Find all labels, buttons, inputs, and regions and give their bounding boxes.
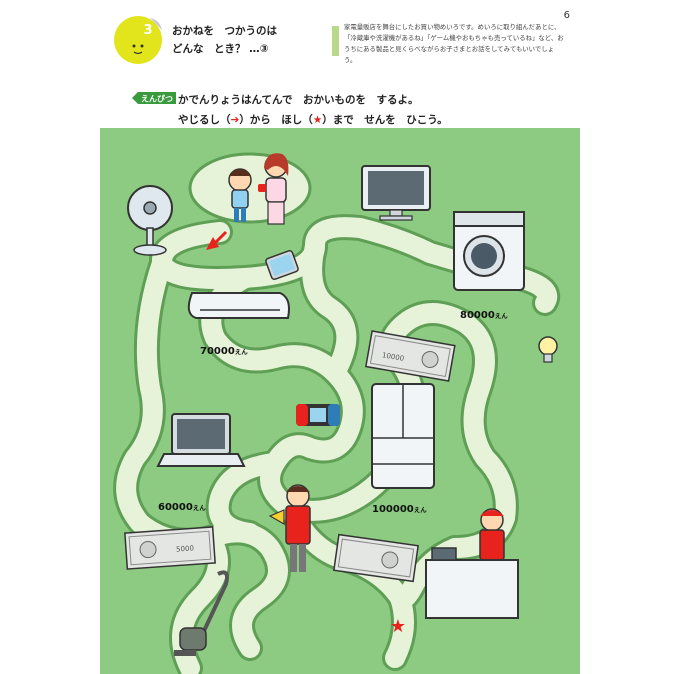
arrow-mark-icon: ➔ <box>230 114 240 126</box>
banknote-5000-label: 5000 <box>176 544 194 553</box>
goal-star-icon: ★ <box>390 616 406 637</box>
pencil-label-text: えんぴつ <box>141 94 173 104</box>
parent-note-tag <box>332 26 339 56</box>
instructions: かでんりょうはんてんで おかいものを するよ。 やじるし（➔）から ほし（★）ま… <box>178 90 448 130</box>
electric-fan-icon <box>127 185 173 256</box>
light-bulb-icon <box>538 336 558 363</box>
instructions-line-2: やじるし（➔）から ほし（★）まで せんを ひこう。 <box>178 110 448 130</box>
question-title: おかねを つかうのは どんな とき？ …③ <box>172 22 277 58</box>
start-area <box>188 152 312 224</box>
laptop-icon <box>156 413 246 467</box>
question-line-2: どんな とき？ …③ <box>172 43 269 55</box>
workbook-page: 6 3 おかねを つかうのは どんな とき？ …③ 家電量販店を舞台にしたお買い… <box>100 0 580 674</box>
page-number: 6 <box>563 10 570 21</box>
question-line-1: おかねを つかうのは <box>172 25 277 37</box>
tablet-icon <box>265 249 299 281</box>
shopper-child-icon <box>228 168 252 222</box>
banknote-10000-icon: 10000 <box>364 330 456 382</box>
instructions-text-a: やじるし（ <box>178 114 231 126</box>
parent-note: 家電量販店を舞台にしたお買い物めいろです。めいろに取り組んだあとに、「冷蔵庫や洗… <box>344 23 564 64</box>
banknote-10000-b-icon <box>333 533 419 583</box>
question-badge: 3 <box>114 16 162 64</box>
shopper-mother-icon <box>258 153 289 225</box>
washer-price: 80000えん <box>460 310 508 321</box>
fridge-price: 100000えん <box>372 504 427 515</box>
question-number: 3 <box>143 23 152 38</box>
game-console-icon <box>296 404 340 426</box>
instructions-text-b: ）から ほし（ <box>239 114 313 126</box>
pencil-label: えんぴつ <box>132 92 176 104</box>
checkout-counter-icon <box>425 547 519 619</box>
banknote-5000-icon: 5000 <box>124 526 216 570</box>
cashier-icon <box>479 508 505 561</box>
air-conditioner-icon <box>187 292 290 319</box>
instructions-text-c: ）まで せんを ひこう。 <box>322 114 448 126</box>
store-clerk-megaphone-icon <box>268 484 311 572</box>
banknote-10000-label: 10000 <box>381 351 404 363</box>
maze: 70000えん 80000えん 10000 <box>100 128 580 674</box>
washing-machine-icon <box>453 211 525 291</box>
vacuum-cleaner-icon <box>174 570 229 656</box>
instructions-line-1: かでんりょうはんてんで おかいものを するよ。 <box>178 94 419 106</box>
laptop-price: 60000えん <box>158 502 206 513</box>
ac-price: 70000えん <box>200 346 248 357</box>
start-arrow-icon <box>206 230 228 250</box>
star-mark-icon: ★ <box>312 114 323 126</box>
refrigerator-icon <box>371 383 435 489</box>
television-icon <box>361 165 431 221</box>
